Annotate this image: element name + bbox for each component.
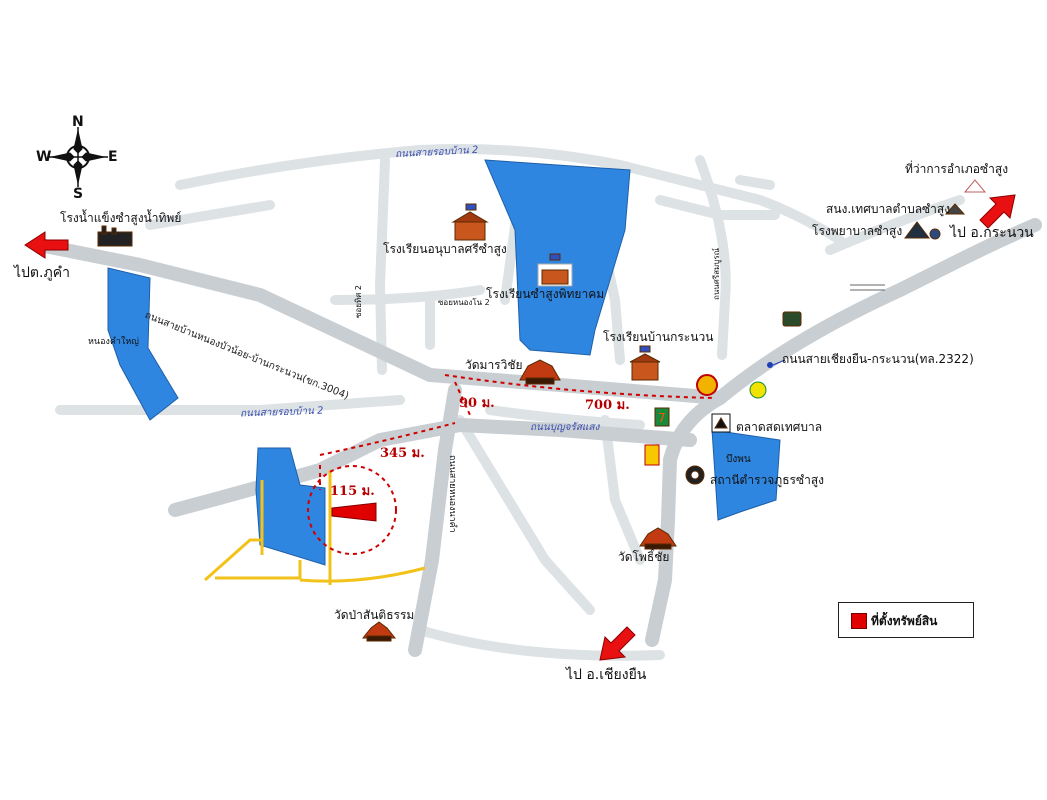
office-icon [944, 203, 966, 215]
compass-e: E [108, 149, 118, 165]
government-icon [963, 179, 987, 193]
gas-station-icon [749, 381, 767, 399]
distance-700: 700 ม. [585, 398, 630, 413]
label-hospital: โรงพยาบาลซำสูง [812, 224, 903, 238]
arrow-left-icon [24, 231, 69, 259]
store-icon [644, 444, 660, 466]
distance-90: 90 ม. [459, 396, 495, 411]
label-school-ban-kranuan: โรงเรียนบ้านกระนวน [603, 330, 714, 344]
direction-phu-kham: ไปต.ภูคำ [14, 265, 70, 281]
school-icon [537, 253, 573, 287]
legend-property-swatch [851, 613, 867, 629]
pond-pho [711, 429, 781, 521]
school-icon [629, 345, 661, 381]
temple-icon [361, 621, 397, 642]
shop-icon [782, 311, 802, 327]
label-pond-pho: บึงพน [726, 454, 751, 465]
distance-lines [307, 374, 716, 555]
pond-bottom-left [255, 447, 326, 566]
label-police: สถานีตำรวจภูธรซำสูง [710, 473, 825, 487]
compass-w: W [36, 149, 52, 165]
rail-mark [850, 284, 885, 291]
hospital-icon [904, 221, 941, 240]
police-icon [685, 465, 705, 485]
arrow-down-left-icon [599, 626, 636, 661]
temple-icon [639, 527, 677, 550]
school-icon [451, 203, 489, 241]
road-east-soi: ถนนศรีสมบูรณ์ [712, 247, 721, 300]
label-school-samsung: โรงเรียนซำสูงพิทยาคม [486, 287, 605, 301]
temple-icon [519, 359, 561, 385]
factory-icon [97, 225, 133, 247]
label-school-anuban: โรงเรียนอนุบาลศรีซำสูง [383, 242, 507, 256]
building-icons: 7 [97, 179, 987, 642]
road-highway-2322: ถนนสายเชียงยืน-กระนวน(ทล.2322) [782, 352, 974, 366]
market-icon [711, 413, 731, 433]
label-ice-factory: โรงน้ำแข็งซำสูงน้ำทิพย์ [60, 211, 182, 225]
svg-text:7: 7 [658, 411, 666, 425]
road-ring-left: ถนนสายรอบบ้าน 2 [239, 405, 324, 420]
legend: ที่ตั้งทรัพย์สิน [838, 602, 974, 638]
shell-icon [696, 374, 718, 396]
road-vertical: ถนนสายหนองนาคำ [447, 455, 457, 533]
direction-arrows [24, 194, 1016, 661]
road-soi-2b: ซอยหนองโน 2 [438, 298, 490, 307]
highway-leader [772, 359, 786, 366]
road-boonjaroen: ถนนบุญจรัสแสง [530, 422, 600, 433]
compass-n: N [72, 114, 84, 130]
label-market: ตลาดสดเทศบาล [736, 420, 823, 434]
arrow-up-right-icon [979, 194, 1016, 229]
pond-left [107, 267, 179, 421]
distance-115: 115 ม. [330, 484, 375, 499]
minor-roads [55, 144, 965, 661]
road-soi-2a: ซอยทิศ 2 [354, 285, 363, 318]
label-wat-pho-chai: วัดโพธิ์ชัย [618, 550, 670, 564]
legend-property-label: ที่ตั้งทรัพย์สิน [871, 614, 938, 628]
label-district-office: ที่ว่าการอำเภอซำสูง [905, 162, 1009, 176]
property-marker [331, 502, 377, 522]
seven-eleven-icon: 7 [654, 407, 670, 427]
compass-rose [48, 127, 108, 187]
distance-345: 345 ม. [380, 446, 425, 461]
compass-s: S [73, 186, 84, 202]
direction-kranuan: ไป อ.กระนวน [950, 225, 1034, 241]
direction-chiang-yuen: ไป อ.เชียงยืน [566, 667, 647, 683]
label-wat-maravichai: วัดมารวิชัย [465, 358, 523, 372]
label-pond-left: หนองคำใหญ่ [88, 337, 139, 347]
label-wat-pa: วัดป่าสันติธรรม [334, 608, 415, 622]
yellow-roads [204, 470, 426, 585]
highway-marker [767, 362, 773, 368]
label-municipal-office: สนง.เทศบาลตำบลซำสูง [826, 202, 951, 216]
